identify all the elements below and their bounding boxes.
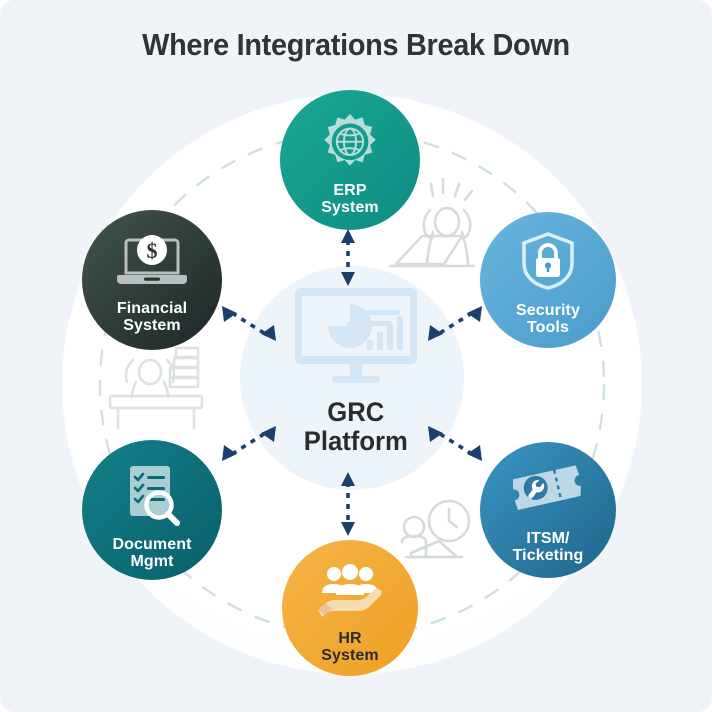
stressed-person-laptop-icon: [388, 177, 476, 268]
center-node-grc-platform[interactable]: GRC Platform: [256, 282, 456, 482]
node-label-hr-system: HR System: [321, 630, 379, 664]
arrowhead-erp-up: [341, 229, 355, 243]
node-label-erp-system: ERP System: [321, 182, 379, 216]
person-laptop-clock-icon: [400, 499, 471, 559]
arrowhead-financial-in: [261, 325, 276, 341]
connector-arrowheads: [222, 229, 482, 536]
node-erp-system[interactable]: ERP System: [280, 90, 420, 230]
node-label-itsm-ticketing: ITSM/ Ticketing: [512, 530, 584, 564]
shield-lock-icon: [522, 232, 574, 290]
arrowhead-document-in: [261, 426, 276, 442]
node-label-security-tools: Security Tools: [516, 302, 580, 336]
arrowhead-hr-up: [341, 472, 355, 486]
laptop-dollar-icon: $: [117, 235, 187, 284]
arrowhead-hr-down: [341, 522, 355, 536]
checklist-search-icon: [130, 466, 180, 526]
node-itsm-ticketing[interactable]: ITSM/ Ticketing: [480, 442, 616, 578]
svg-text:$: $: [147, 238, 158, 263]
node-document-mgmt[interactable]: Document Mgmt: [82, 440, 222, 580]
ticket-wrench-icon: [513, 465, 581, 510]
arrowhead-document-out: [222, 445, 237, 461]
hand-people-icon: [318, 564, 382, 617]
arrowhead-itsm-in: [428, 426, 443, 442]
arrowhead-financial-out: [222, 306, 237, 322]
arrowhead-security-out: [467, 306, 482, 322]
node-label-financial-system: Financial System: [116, 300, 188, 334]
person-desk-papers-icon: [108, 346, 204, 430]
node-hr-system[interactable]: HR System: [282, 540, 418, 676]
dashboard-monitor-icon: [295, 288, 417, 383]
arrowhead-erp-down: [341, 272, 355, 286]
node-financial-system[interactable]: $ Financial System: [82, 210, 222, 350]
node-label-document-mgmt: Document Mgmt: [112, 536, 192, 570]
connector-group: [231, 240, 473, 524]
node-security-tools[interactable]: Security Tools: [480, 212, 616, 348]
page-title: Where Integrations Break Down: [142, 27, 570, 62]
center-node-label: GRC Platform: [303, 397, 409, 456]
gear-globe-icon: [324, 114, 376, 166]
arrowhead-itsm-out: [467, 445, 482, 461]
arrowhead-security-in: [428, 325, 443, 341]
